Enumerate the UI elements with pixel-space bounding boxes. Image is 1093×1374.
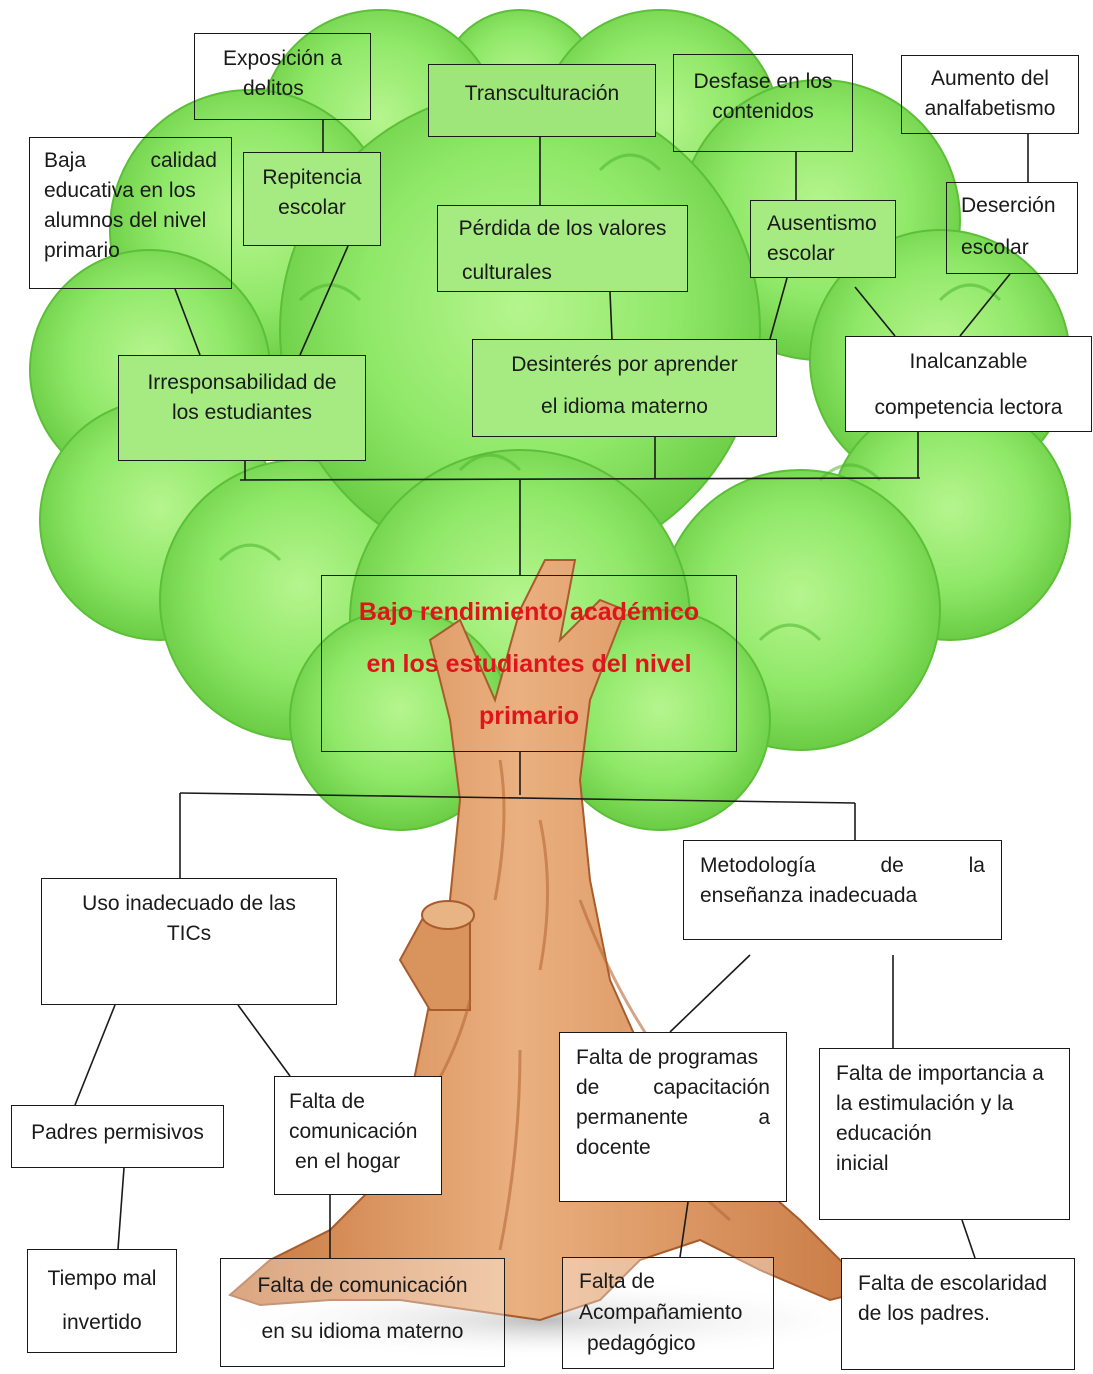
cause-text: docente [576,1136,651,1159]
cause-text: en el hogar [295,1150,401,1173]
cause-text: Falta de escolaridad [858,1272,1048,1295]
effect-inalcanzable-competencia: Inalcanzable competencia lectora [845,336,1092,432]
effect-repitencia-escolar: Repitencia escolar [243,152,381,246]
effect-irresponsabilidad: Irresponsabilidad de los estudiantes [118,355,366,461]
cause-text-row: de capacitación [576,1073,770,1103]
cause-text: Acompañamiento [579,1301,743,1324]
effect-text: Desinterés por aprender [511,353,738,376]
effect-desinteres-idioma: Desinterés por aprender el idioma matern… [472,339,777,437]
tree-trunk [228,559,872,1322]
effect-ausentismo-escolar: Ausentismo escolar [750,200,896,278]
cause-text: Uso inadecuado de las [82,892,296,915]
cause-falta-importancia: Falta de importancia a la estimulación y… [819,1048,1070,1220]
effect-text: Irresponsabilidad de [147,371,337,394]
central-problem-text: primario [478,702,580,730]
effect-text: contenidos [712,100,814,123]
cause-falta-escolaridad: Falta de escolaridad de los padres. [841,1258,1075,1370]
cause-text-row: Metodología de la [700,851,985,881]
effect-aumento-analfabetismo: Aumento del analfabetismo [901,55,1079,134]
cause-text: invertido [62,1311,142,1334]
cause-tiempo-mal-invertido: Tiempo mal invertido [27,1249,177,1353]
cause-falta-acompanamiento: Falta de Acompañamiento pedagógico [562,1257,774,1369]
cause-word: de [576,1076,600,1099]
cause-text: Falta de [579,1270,655,1293]
effect-transculturacion: Transculturación [428,64,656,137]
effect-text: Pérdida de los valores [458,217,667,240]
effect-text: Inalcanzable [909,350,1028,373]
effect-text: escolar [961,236,1029,259]
effect-text: competencia lectora [874,396,1063,419]
cause-text: comunicación [289,1120,418,1143]
cause-text: Falta de importancia a [836,1062,1044,1085]
effect-text: el idioma materno [541,395,708,418]
cause-text: Tiempo mal [47,1267,157,1290]
cause-word: de [880,854,904,877]
cause-text: la estimulación y la [836,1092,1014,1115]
effect-text: delitos [243,77,304,100]
cause-falta-comunicacion-hogar: Falta de comunicación en el hogar [274,1076,442,1195]
effect-text: escolar [278,196,346,219]
effect-text: Transculturación [464,82,620,105]
cause-text: Falta de [289,1090,365,1113]
cause-padres-permisivos: Padres permisivos [11,1105,224,1168]
effect-text: Aumento del [931,67,1049,90]
cause-text: de los padres. [858,1302,990,1325]
cause-text: educación [836,1122,932,1145]
central-problem-text: Bajo rendimiento académico [358,598,700,626]
cause-word: Metodología [700,854,816,877]
cause-word: capacitación [653,1076,770,1099]
effect-text: Repitencia [262,166,362,189]
connector-lines [74,120,1029,1259]
central-problem-box: Bajo rendimiento académico en los estudi… [321,575,737,752]
cause-text: pedagógico [587,1332,696,1355]
effect-desercion-escolar: Deserción escolar [946,182,1078,274]
effect-text: Desfase en los [693,70,833,93]
effect-text: analfabetismo [924,97,1056,120]
cause-text: en su idioma materno [261,1320,464,1343]
effect-text-row: Baja calidad [44,146,217,176]
effect-text: los estudiantes [171,401,313,424]
cause-word: permanente [576,1106,689,1129]
effect-text: Exposición a [222,47,343,70]
cause-uso-tics: Uso inadecuado de las TICs [41,878,337,1005]
effect-word: calidad [150,149,217,172]
central-problem-text: en los estudiantes del nivel [366,650,692,678]
effect-text: Deserción [961,194,1056,217]
cause-text: enseñanza inadecuada [700,884,918,907]
cause-text: Padres permisivos [31,1121,204,1144]
effect-text: educativa en los [44,179,196,202]
cause-metodologia: Metodología de la enseñanza inadecuada [683,840,1002,940]
effect-desfase-contenidos: Desfase en los contenidos [673,54,853,152]
cause-text: inicial [836,1152,889,1175]
effect-text: escolar [767,242,835,265]
effect-text: primario [44,239,120,262]
cause-text-row: permanente a [576,1103,770,1133]
cause-text: Falta de comunicación [257,1274,468,1297]
effect-text: Ausentismo [767,212,877,235]
cause-text: TICs [166,922,212,945]
cause-falta-programas: Falta de programas de capacitación perman… [559,1032,787,1202]
cause-text: Falta de programas [576,1046,759,1069]
cause-falta-comunicacion-idioma: Falta de comunicación en su idioma mater… [220,1258,505,1367]
effect-exposicion-delitos: Exposición a delitos [194,33,371,120]
effect-text: culturales [462,261,552,284]
effect-word: Baja [44,149,87,172]
effect-perdida-valores: Pérdida de los valores culturales [437,205,688,292]
cause-word: la [968,854,985,877]
effect-baja-calidad-educativa: Baja calidad educativa en los alumnos del… [29,137,232,289]
cause-word: a [758,1106,770,1129]
effect-text: alumnos del nivel [44,209,207,232]
